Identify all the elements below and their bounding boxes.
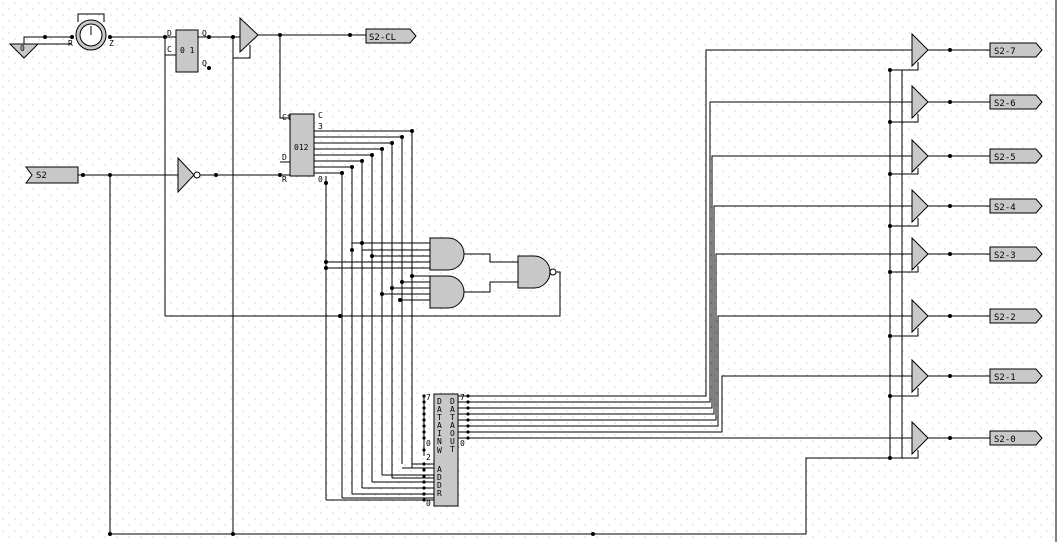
counter-output-bus — [314, 129, 414, 500]
svg-text:R: R — [68, 39, 73, 48]
svg-text:D: D — [437, 481, 442, 490]
svg-text:A: A — [437, 465, 442, 474]
ram-input-pins — [326, 394, 434, 502]
svg-text:S2-7: S2-7 — [994, 47, 1016, 57]
svg-text:A: A — [437, 405, 442, 414]
svg-text:U: U — [450, 437, 455, 446]
svg-text:S2-1: S2-1 — [994, 373, 1016, 383]
nand-gate[interactable] — [517, 255, 557, 289]
inverter[interactable] — [177, 156, 201, 194]
svg-text:S2-0: S2-0 — [994, 435, 1016, 445]
output-buffer-7[interactable] — [890, 32, 929, 71]
output-buffer-1[interactable] — [890, 358, 929, 397]
svg-text:S2-6: S2-6 — [994, 99, 1016, 109]
svg-text:Ct: Ct — [282, 113, 292, 122]
counter[interactable]: Ct C 3 D R 0 012 — [282, 111, 323, 184]
svg-text:S2-2: S2-2 — [994, 313, 1016, 323]
svg-text:W: W — [437, 446, 442, 455]
svg-text:D: D — [437, 473, 442, 482]
svg-text:Q: Q — [202, 29, 207, 38]
svg-text:Q: Q — [202, 59, 207, 68]
svg-text:0 1: 0 1 — [180, 46, 195, 55]
clock-buffer[interactable] — [239, 16, 259, 54]
svg-text:7: 7 — [426, 393, 431, 402]
svg-text:A: A — [450, 405, 455, 414]
enable-bus — [108, 68, 903, 536]
output-buffer-4[interactable] — [890, 188, 929, 227]
output-buffer-2[interactable] — [890, 298, 929, 337]
svg-text:0: 0 — [426, 499, 431, 508]
output-wires — [928, 48, 990, 440]
output-buffer-5[interactable] — [890, 138, 929, 175]
svg-text:D: D — [450, 397, 455, 406]
output-pin-s2-4[interactable]: S2-4 — [989, 198, 1043, 214]
output-buffer-6[interactable] — [890, 84, 929, 123]
svg-text:O: O — [450, 429, 455, 438]
svg-text:012: 012 — [294, 143, 309, 152]
ram-output-bus — [458, 49, 912, 440]
svg-text:I: I — [437, 429, 442, 438]
svg-text:0: 0 — [20, 44, 25, 53]
svg-text:S2-3: S2-3 — [994, 251, 1016, 261]
output-pin-s2-2[interactable]: S2-2 — [989, 308, 1043, 324]
svg-text:D: D — [282, 153, 287, 162]
input-pin-s2[interactable]: S2 — [25, 166, 79, 184]
gate-wiring — [165, 241, 561, 318]
svg-text:T: T — [450, 413, 455, 422]
svg-text:S2-4: S2-4 — [994, 203, 1016, 213]
svg-text:3: 3 — [318, 122, 323, 131]
svg-text:0: 0 — [460, 439, 465, 448]
output-pin-s2-1[interactable]: S2-1 — [989, 368, 1043, 384]
and-gate-lower[interactable] — [429, 275, 465, 309]
svg-text:7: 7 — [460, 393, 465, 402]
svg-text:Z: Z — [109, 39, 114, 48]
output-pin-s2-3[interactable]: S2-3 — [989, 246, 1043, 262]
svg-text:S2: S2 — [36, 171, 47, 181]
svg-text:T: T — [450, 445, 455, 454]
svg-text:D: D — [167, 29, 172, 38]
output-pin-s2-0[interactable]: S2-0 — [989, 430, 1043, 446]
output-pin-s2-7[interactable]: S2-7 — [989, 42, 1043, 58]
svg-text:S2-5: S2-5 — [994, 153, 1016, 163]
svg-text:R: R — [437, 489, 442, 498]
output-buffer-0[interactable] — [890, 420, 929, 459]
svg-text:D: D — [437, 397, 442, 406]
svg-text:0: 0 — [318, 175, 323, 184]
svg-text:S2-CL: S2-CL — [369, 33, 396, 43]
svg-text:0: 0 — [426, 439, 431, 448]
svg-text:C: C — [167, 45, 172, 54]
ram-block[interactable]: D A T A I N D A T A O U T W A D D R 7 0 … — [426, 393, 465, 508]
svg-text:T: T — [437, 413, 442, 422]
svg-text:A: A — [450, 421, 455, 430]
svg-text:N: N — [437, 437, 442, 446]
svg-text:A: A — [437, 421, 442, 430]
output-pin-s2-cl[interactable]: S2-CL — [365, 28, 417, 44]
output-pin-s2-6[interactable]: S2-6 — [989, 94, 1043, 110]
svg-text:C: C — [318, 111, 323, 120]
output-pin-s2-5[interactable]: S2-5 — [989, 148, 1043, 164]
output-buffer-3[interactable] — [890, 236, 929, 273]
and-gate-upper[interactable] — [429, 237, 465, 271]
clock-generator[interactable]: R Z — [68, 13, 114, 51]
svg-text:2: 2 — [426, 453, 431, 462]
d-flip-flop[interactable]: D C Q Q 0 1 — [167, 29, 207, 73]
svg-text:R: R — [282, 175, 287, 184]
